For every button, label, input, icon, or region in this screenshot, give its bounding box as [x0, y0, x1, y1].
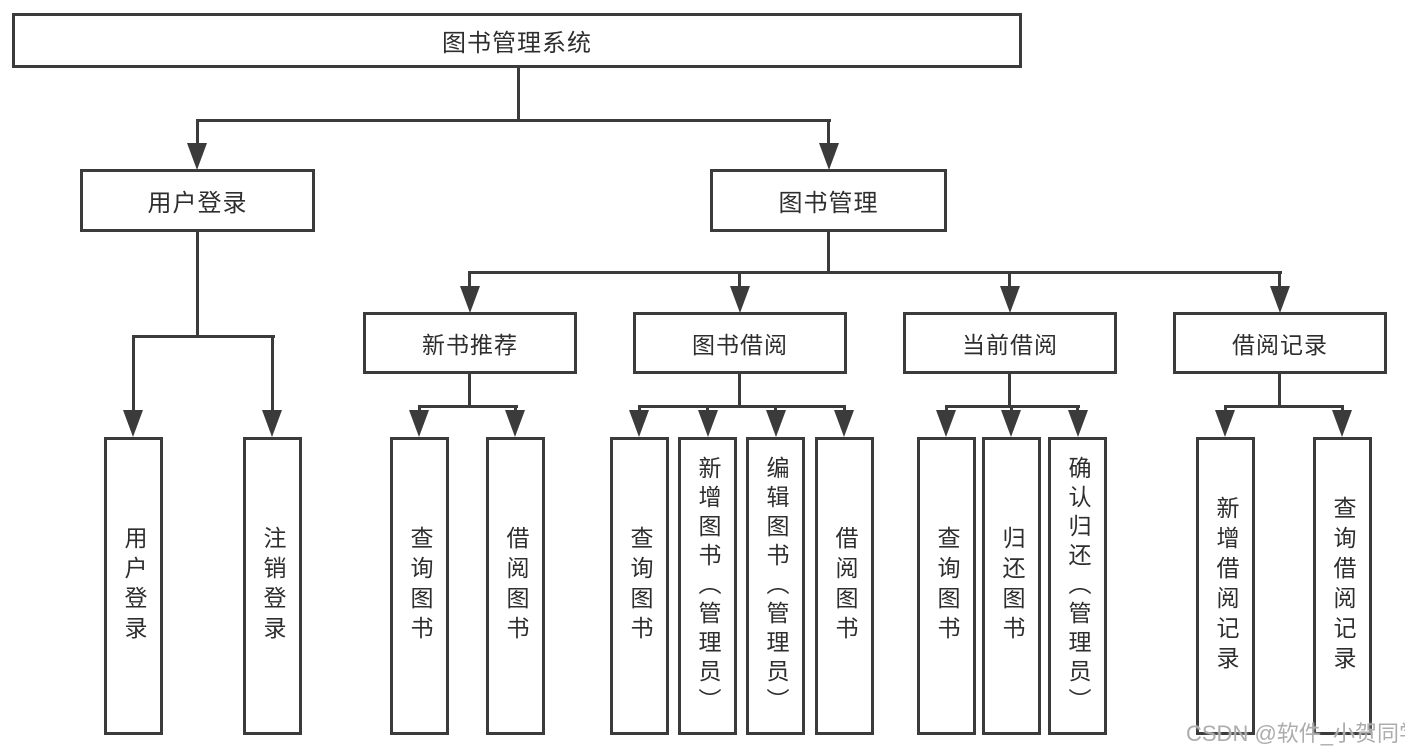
connector-line — [418, 405, 518, 408]
csdn-watermark: CSDN @软件_小贺同学 — [1186, 721, 1405, 746]
node-label: 图书借阅 — [692, 332, 788, 358]
connector-line — [468, 271, 471, 288]
leaf-label: 用户登录 — [121, 526, 147, 646]
leaf-label: 新增图书（管理员） — [695, 455, 721, 717]
arrow-down-icon — [1001, 410, 1021, 437]
arrow-down-icon — [187, 143, 207, 170]
connector-line — [774, 405, 777, 413]
leaf-label: 查询图书 — [934, 526, 960, 646]
connector-line — [827, 119, 830, 146]
connector-line — [1076, 405, 1079, 413]
arrow-down-icon — [730, 286, 750, 313]
leaf-label: 借阅图书 — [832, 526, 858, 646]
connector-line — [517, 66, 520, 122]
leaf-user-login: 用户登录 — [104, 437, 163, 735]
leaf-query-books: 查询图书 — [610, 437, 669, 735]
node-label: 图书管理系统 — [442, 30, 592, 57]
node-borrowing-records: 借阅记录 — [1173, 312, 1387, 374]
leaf-label: 查询借阅记录 — [1330, 496, 1356, 676]
leaf-label: 借阅图书 — [503, 526, 529, 646]
connector-line — [638, 405, 641, 413]
connector-line — [196, 119, 199, 146]
node-book-borrowing: 图书借阅 — [633, 312, 847, 374]
connector-line — [196, 119, 831, 122]
leaf-edit-books-admin: 编辑图书（管理员） — [746, 437, 805, 735]
connector-line — [843, 405, 846, 413]
leaf-query-borrow-record: 查询借阅记录 — [1313, 437, 1372, 735]
connector-line — [1341, 405, 1344, 413]
leaf-return-books: 归还图书 — [982, 437, 1041, 735]
node-label: 当前借阅 — [962, 332, 1058, 358]
leaf-confirm-return-admin: 确认归还（管理员） — [1048, 437, 1107, 735]
leaf-borrow-books: 借阅图书 — [486, 437, 545, 735]
arrow-down-icon — [1270, 286, 1290, 313]
leaf-logout: 注销登录 — [243, 437, 302, 735]
arrow-down-icon — [1215, 410, 1235, 437]
leaf-label: 归还图书 — [999, 526, 1025, 646]
arrow-down-icon — [460, 286, 480, 313]
node-user-login: 用户登录 — [80, 169, 315, 232]
node-label: 借阅记录 — [1232, 332, 1328, 358]
node-label: 图书管理 — [778, 190, 879, 217]
node-label: 新书推荐 — [422, 332, 518, 358]
arrow-down-icon — [629, 410, 649, 437]
arrow-down-icon — [409, 410, 429, 437]
leaf-label: 查询图书 — [627, 526, 653, 646]
node-new-book-recommendation: 新书推荐 — [363, 312, 577, 374]
arrow-down-icon — [819, 143, 839, 170]
arrow-down-icon — [1068, 410, 1088, 437]
node-book-management: 图书管理 — [710, 169, 947, 232]
connector-line — [468, 271, 1282, 274]
arrow-down-icon — [505, 410, 525, 437]
connector-line — [1224, 405, 1344, 408]
node-current-borrowing: 当前借阅 — [903, 312, 1117, 374]
connector-line — [271, 335, 274, 412]
connector-line — [1010, 405, 1013, 413]
leaf-add-borrow-record: 新增借阅记录 — [1196, 437, 1255, 735]
arrow-down-icon — [1332, 410, 1352, 437]
leaf-label: 查询图书 — [407, 526, 433, 646]
connector-line — [638, 405, 846, 408]
connector-line — [1008, 372, 1011, 408]
arrow-down-icon — [936, 410, 956, 437]
connector-line — [514, 405, 517, 413]
connector-line — [738, 372, 741, 408]
leaf-add-books-admin: 新增图书（管理员） — [678, 437, 737, 735]
leaf-label: 编辑图书（管理员） — [763, 455, 789, 717]
leaf-query-books: 查询图书 — [390, 437, 449, 735]
connector-line — [132, 335, 275, 338]
leaf-label: 确认归还（管理员） — [1065, 455, 1091, 717]
connector-line — [1224, 405, 1227, 413]
connector-line — [706, 405, 709, 413]
connector-line — [418, 405, 421, 413]
node-library-management-system: 图书管理系统 — [12, 13, 1022, 68]
arrow-down-icon — [698, 410, 718, 437]
arrow-down-icon — [1000, 286, 1020, 313]
arrow-down-icon — [766, 410, 786, 437]
connector-line — [1278, 271, 1281, 288]
leaf-label: 新增借阅记录 — [1213, 496, 1239, 676]
connector-line — [1278, 372, 1281, 408]
connector-line — [132, 335, 135, 412]
connector-line — [1008, 271, 1011, 288]
connector-line — [738, 271, 741, 288]
leaf-borrow-books: 借阅图书 — [815, 437, 874, 735]
node-label: 用户登录 — [147, 190, 248, 217]
leaf-query-books: 查询图书 — [917, 437, 976, 735]
arrow-down-icon — [834, 410, 854, 437]
arrow-down-icon — [123, 410, 143, 437]
connector-line — [827, 230, 830, 274]
connector-line — [945, 405, 948, 413]
leaf-label: 注销登录 — [260, 526, 286, 646]
connector-line — [196, 230, 199, 337]
arrow-down-icon — [262, 410, 282, 437]
connector-line — [468, 372, 471, 408]
